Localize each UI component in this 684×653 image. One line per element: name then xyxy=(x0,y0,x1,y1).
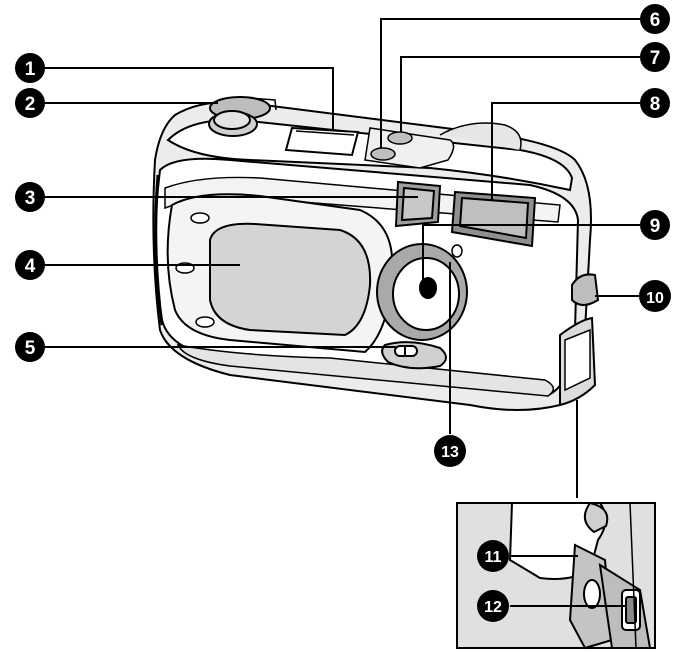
status-lcd xyxy=(284,126,360,157)
callout-12: 12 xyxy=(477,590,509,622)
svg-text:6: 6 xyxy=(650,10,661,31)
leader-9 xyxy=(422,224,640,285)
svg-text:4: 4 xyxy=(25,256,36,277)
side-connector-door xyxy=(559,316,597,407)
callout-11: 11 xyxy=(477,540,509,572)
flash-window xyxy=(450,190,537,248)
svg-text:9: 9 xyxy=(650,216,661,237)
svg-text:5: 5 xyxy=(25,338,36,359)
shutter-button xyxy=(208,110,258,137)
svg-text:8: 8 xyxy=(650,94,661,115)
callout-13: 13 xyxy=(434,435,466,467)
leader-lines xyxy=(44,18,640,607)
svg-text:7: 7 xyxy=(650,48,661,69)
callout-6: 6 xyxy=(640,4,670,34)
callout-10: 10 xyxy=(639,280,671,312)
inset-detail xyxy=(456,501,656,650)
callout-5: 5 xyxy=(15,332,45,362)
callout-3: 3 xyxy=(15,182,45,212)
leader-7 xyxy=(400,56,640,132)
svg-text:12: 12 xyxy=(484,599,502,616)
button-6 xyxy=(370,147,396,161)
strap-eyelet xyxy=(571,273,600,306)
viewfinder-window xyxy=(394,180,442,228)
svg-text:11: 11 xyxy=(485,549,502,566)
svg-text:13: 13 xyxy=(441,444,459,461)
self-timer-led xyxy=(451,244,463,258)
callout-8: 8 xyxy=(640,88,670,118)
top-buttons-plate xyxy=(364,127,455,169)
callout-7: 7 xyxy=(640,42,670,72)
svg-text:10: 10 xyxy=(646,290,664,307)
callout-2: 2 xyxy=(15,88,45,118)
callouts: 1 2 3 4 5 6 7 8 xyxy=(15,4,671,622)
callout-1: 1 xyxy=(15,53,45,83)
svg-text:2: 2 xyxy=(25,94,36,115)
camera-lens xyxy=(376,243,468,341)
svg-text:3: 3 xyxy=(25,188,36,209)
callout-9: 9 xyxy=(640,210,670,240)
leader-8 xyxy=(491,102,640,200)
callout-4: 4 xyxy=(15,250,45,280)
leader-6 xyxy=(380,18,640,148)
lens-cover xyxy=(166,193,394,354)
leader-1 xyxy=(44,67,334,130)
button-7 xyxy=(387,131,413,145)
svg-text:1: 1 xyxy=(25,59,36,80)
lens-cover-switch xyxy=(381,341,447,370)
